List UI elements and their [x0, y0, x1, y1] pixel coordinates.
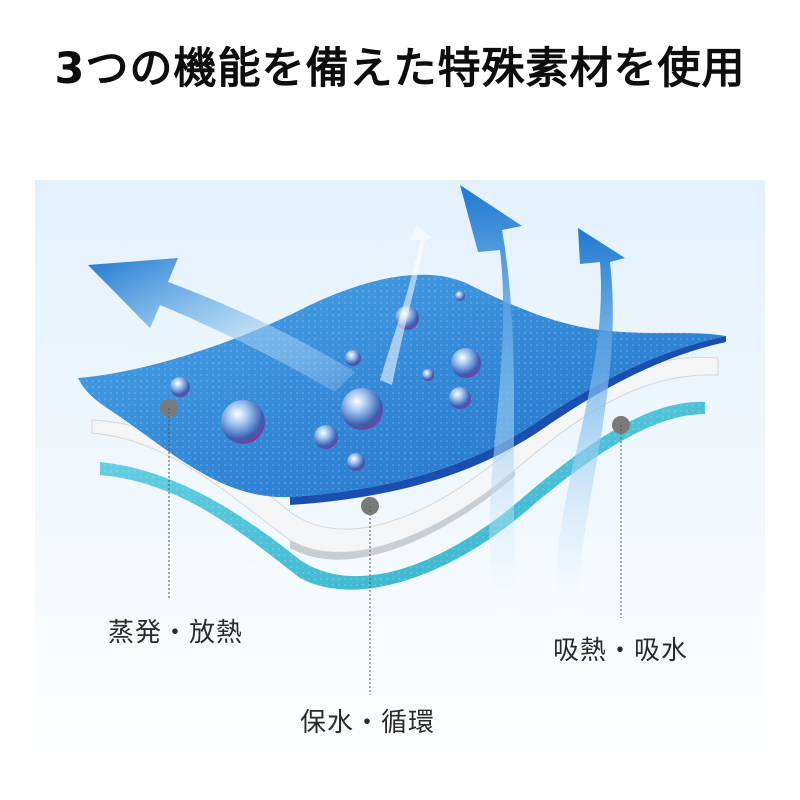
fabric-layers-illustration — [35, 180, 765, 780]
label-water-retention-circulation: 保水・循環 — [300, 708, 436, 738]
callout-top — [160, 399, 178, 600]
arrow-left-up-icon — [88, 258, 355, 392]
label-evaporation-heat-release: 蒸発・放熱 — [108, 618, 244, 648]
water-droplet-icon — [170, 291, 481, 471]
page-title: 3つの機能を備えた特殊素材を使用 — [54, 44, 746, 94]
callout-middle — [361, 497, 379, 695]
bottom-layer — [100, 401, 705, 590]
middle-layer — [91, 356, 719, 560]
label-heat-absorption-water-absorption: 吸熱・吸水 — [553, 636, 689, 666]
callout-bottom — [612, 416, 630, 618]
arrow-up-icon — [380, 185, 625, 618]
